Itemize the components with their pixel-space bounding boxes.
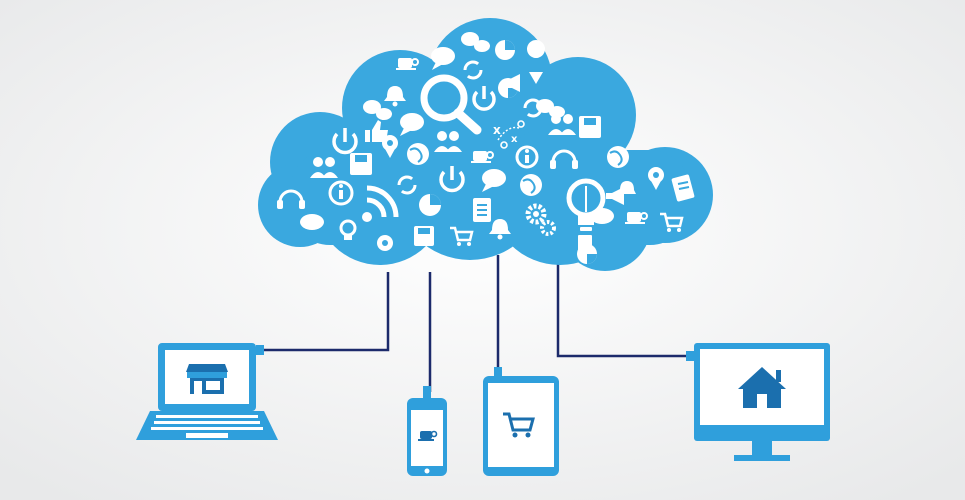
tablet bbox=[483, 367, 559, 476]
speech-bubble-icon bbox=[482, 169, 506, 192]
power-icon bbox=[472, 86, 496, 111]
floppy-disk-icon bbox=[414, 226, 434, 246]
lightbulb-icon bbox=[339, 219, 357, 240]
desktop-monitor bbox=[686, 343, 830, 461]
pie-chart-icon bbox=[495, 40, 515, 60]
speech-bubble-icon bbox=[431, 47, 455, 70]
map-pin-icon bbox=[527, 40, 546, 84]
clipboard-icon bbox=[473, 198, 491, 222]
info-icon bbox=[328, 180, 354, 206]
bell-icon bbox=[384, 86, 406, 107]
power-icon bbox=[439, 166, 465, 193]
pie-chart-icon bbox=[419, 194, 441, 216]
bell-icon bbox=[618, 181, 636, 194]
coffee-cup-icon bbox=[396, 58, 419, 70]
thumbs-up-icon bbox=[365, 120, 388, 142]
cloud bbox=[258, 18, 713, 271]
megaphone-icon bbox=[502, 74, 520, 92]
speech-bubble-icon bbox=[400, 113, 424, 136]
sync-icon bbox=[523, 98, 543, 118]
map-pin-icon bbox=[648, 167, 664, 190]
storefront-icon bbox=[186, 364, 228, 394]
strategy-icon: x x bbox=[493, 120, 525, 149]
svg-text:x: x bbox=[511, 134, 518, 145]
shopping-cart-icon bbox=[503, 412, 535, 438]
users-icon bbox=[310, 157, 338, 178]
globe-icon bbox=[520, 174, 542, 196]
coffee-cup-icon bbox=[471, 151, 494, 163]
connection-wires bbox=[262, 255, 688, 392]
headset-icon bbox=[277, 189, 305, 209]
chat-icon bbox=[363, 100, 392, 120]
shopping-cart-icon bbox=[450, 226, 474, 246]
home-icon bbox=[738, 367, 786, 408]
sync-icon bbox=[463, 60, 483, 80]
ad-badge-icon bbox=[377, 235, 393, 251]
floppy-disk-icon bbox=[579, 116, 601, 138]
sync-icon bbox=[397, 175, 417, 195]
smartphone bbox=[407, 386, 447, 476]
shopping-cart-icon bbox=[660, 212, 684, 232]
coffee-cup-icon bbox=[625, 212, 648, 224]
svg-text:x: x bbox=[493, 123, 501, 137]
users-icon bbox=[548, 114, 576, 135]
coffee-cup-icon bbox=[418, 430, 438, 441]
laptop bbox=[136, 343, 278, 440]
cloud-icons: x x bbox=[277, 32, 695, 264]
wire-to-laptop bbox=[262, 272, 390, 352]
speech-bubble-icon bbox=[300, 214, 324, 230]
clipboard-icon bbox=[671, 174, 695, 202]
wire-to-monitor bbox=[556, 262, 688, 358]
bell-icon bbox=[489, 219, 511, 240]
info-icon bbox=[515, 145, 539, 169]
gears-icon bbox=[525, 203, 556, 236]
wifi-icon bbox=[362, 185, 399, 222]
floppy-disk-icon bbox=[350, 153, 372, 175]
globe-icon bbox=[607, 146, 629, 168]
chat-icon bbox=[461, 32, 490, 52]
power-icon bbox=[332, 128, 358, 155]
globe-icon bbox=[407, 143, 429, 165]
lightbulb-icon bbox=[566, 178, 606, 231]
users-icon bbox=[434, 131, 462, 152]
document-icon bbox=[578, 235, 592, 253]
search-icon bbox=[420, 74, 482, 135]
headset-icon bbox=[550, 149, 578, 169]
